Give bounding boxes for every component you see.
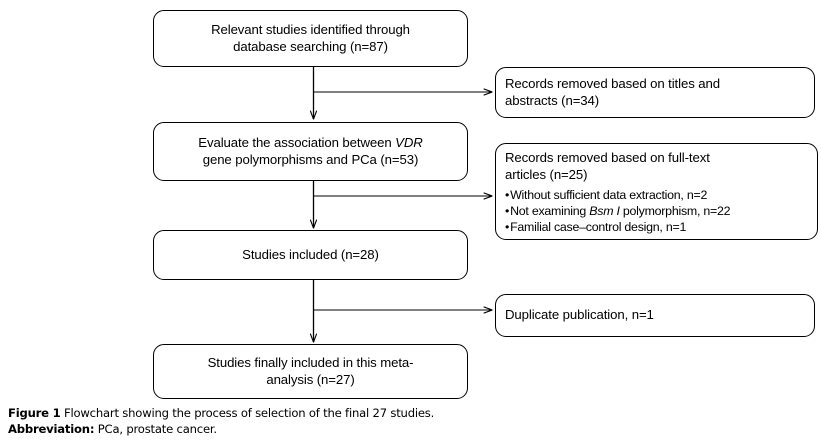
exclusion-reason-item-post: polymorphism, n=22 xyxy=(619,203,731,218)
abbreviation-text: PCa, prostate cancer. xyxy=(94,422,217,437)
figure-caption-line1: Figure 1 Flowchart showing the process o… xyxy=(8,405,808,421)
abbreviation-label: Abbreviation: xyxy=(8,422,95,437)
box-duplicate-publication-line1: Duplicate publication, n=1 xyxy=(505,307,654,323)
box-evaluate-association-line2: gene polymorphisms and PCa (n=53) xyxy=(202,151,419,167)
box-studies-finally-included-line2: analysis (n=27) xyxy=(266,371,355,387)
enzyme-name-bsm-i: Bsm I xyxy=(589,203,620,218)
box-records-removed-titles: Records removed based on titles and abst… xyxy=(495,67,815,118)
box-records-removed-titles-line2: abstracts (n=34) xyxy=(505,92,600,108)
box-relevant-studies-line2: database searching (n=87) xyxy=(233,38,388,54)
exclusion-reason-item: Not examining Bsm I polymorphism, n=22 xyxy=(505,203,730,219)
figure-abbreviation-line: Abbreviation: PCa, prostate cancer. xyxy=(8,421,808,437)
gene-name-vdr: VDR xyxy=(395,134,423,150)
exclusion-reason-item: Familial case–control design, n=1 xyxy=(505,219,730,235)
box-evaluate-association-line1-pre: Evaluate the association between xyxy=(198,134,396,150)
box-studies-included: Studies included (n=28) xyxy=(153,230,468,280)
box-records-removed-titles-line1: Records removed based on titles and xyxy=(505,75,720,91)
exclusion-reason-item-pre: Not examining xyxy=(510,203,590,218)
box-records-removed-fulltext: Records removed based on full-text artic… xyxy=(495,143,818,240)
box-records-removed-fulltext-line2: articles (n=25) xyxy=(505,166,588,182)
box-relevant-studies: Relevant studies identified through data… xyxy=(153,10,468,67)
figure-caption-label: Figure 1 xyxy=(8,406,61,420)
figure-caption: Figure 1 Flowchart showing the process o… xyxy=(8,405,808,438)
box-evaluate-association: Evaluate the association between VDR gen… xyxy=(153,122,468,181)
box-studies-included-line1: Studies included (n=28) xyxy=(242,246,379,262)
figure-caption-text: Flowchart showing the process of selecti… xyxy=(60,406,435,420)
exclusion-reasons-list: Without sufficient data extraction, n=2 … xyxy=(505,187,730,235)
box-duplicate-publication: Duplicate publication, n=1 xyxy=(495,294,815,337)
box-studies-finally-included: Studies finally included in this meta- a… xyxy=(153,344,468,399)
box-studies-finally-included-line1: Studies finally included in this meta- xyxy=(207,354,414,370)
box-records-removed-fulltext-line1: Records removed based on full-text xyxy=(505,150,710,165)
box-evaluate-association-line1: Evaluate the association between VDR xyxy=(198,134,423,152)
exclusion-reason-item: Without sufficient data extraction, n=2 xyxy=(505,187,730,203)
box-relevant-studies-line1: Relevant studies identified through xyxy=(211,21,410,37)
